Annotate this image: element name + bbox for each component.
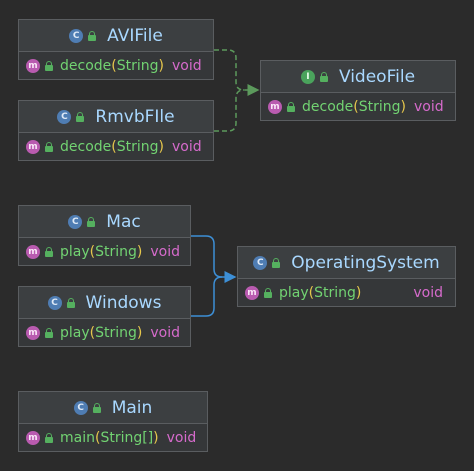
class-icon: C [68, 214, 83, 229]
public-lock-icon [44, 432, 54, 443]
interface-videofile-name: VideoFile [338, 66, 416, 87]
method-icon: m [26, 325, 40, 340]
class-avifile-header[interactable]: C AVIFile [19, 20, 213, 52]
param-type: String [314, 284, 356, 301]
paren-open: ( [89, 243, 96, 260]
method-icon: m [26, 139, 40, 154]
method-name: play [60, 243, 90, 260]
method-icon: m [26, 244, 40, 259]
public-lock-icon [44, 246, 54, 257]
public-lock-icon [86, 216, 96, 227]
return-type: void [171, 57, 202, 74]
class-rmvbfile-name: RmvbFIle [95, 106, 175, 127]
class-windows[interactable]: C Windows m play(String) void [18, 286, 191, 347]
class-main-header[interactable]: C Main [19, 392, 207, 424]
rmvbfile-implements-arrow [214, 89, 245, 132]
class-avifile-name: AVIFile [107, 25, 163, 46]
abstract-class-operatingsystem[interactable]: C OperatingSystem m play(String) void [237, 246, 456, 307]
param-type: String [95, 324, 137, 341]
paren-open: ( [308, 284, 315, 301]
param-type: String [358, 98, 401, 115]
abstract-method-icon: m [245, 285, 259, 300]
public-lock-icon [44, 141, 54, 152]
return-type: void [166, 429, 197, 446]
public-lock-icon [271, 257, 281, 268]
public-lock-icon [44, 327, 54, 338]
paren-open: ( [94, 429, 101, 446]
method-name: play [279, 284, 309, 301]
paren-open: ( [111, 57, 117, 74]
param-type: String [95, 243, 137, 260]
method-name: main [60, 429, 95, 446]
class-rmvbfile[interactable]: C RmvbFIle m decode(String) void [18, 100, 214, 161]
class-mac-name: Mac [106, 211, 141, 232]
return-type: void [413, 98, 444, 115]
paren-close: ) [355, 284, 362, 301]
abstract-method-icon: m [268, 99, 282, 114]
abstract-class-icon: C [253, 255, 268, 270]
paren-close: ) [153, 429, 159, 446]
return-type: void [150, 243, 180, 260]
return-type: void [413, 284, 443, 301]
method-decode[interactable]: m decode(String) void [19, 52, 213, 79]
class-mac-header[interactable]: C Mac [19, 206, 190, 238]
abstract-class-operatingsystem-name: OperatingSystem [291, 252, 440, 273]
paren-close: ) [158, 57, 164, 74]
public-lock-icon [66, 297, 76, 308]
method-play[interactable]: m play(String) void [238, 279, 455, 306]
class-icon: C [69, 28, 84, 43]
paren-open: ( [89, 324, 96, 341]
interface-videofile[interactable]: I VideoFile m decode(String) void [260, 60, 456, 121]
public-lock-icon [319, 71, 329, 82]
public-lock-icon [263, 287, 273, 298]
mac-extends-arrow [191, 235, 237, 283]
method-name: decode [60, 57, 112, 74]
runnable-class-icon: C [73, 400, 88, 415]
method-decode[interactable]: m decode(String) void [261, 93, 455, 120]
return-type: void [150, 324, 180, 341]
paren-open: ( [111, 138, 117, 155]
interface-videofile-header[interactable]: I VideoFile [261, 61, 455, 93]
class-main[interactable]: C Main m main(String[]) void [18, 391, 208, 452]
method-play[interactable]: m play(String) void [19, 238, 190, 265]
class-rmvbfile-header[interactable]: C RmvbFIle [19, 101, 213, 133]
avifile-implements-arrow [214, 49, 260, 96]
public-lock-icon [92, 402, 102, 413]
public-lock-icon [44, 60, 54, 71]
class-windows-name: Windows [85, 292, 162, 313]
method-main[interactable]: m main(String[]) void [19, 424, 207, 451]
paren-close: ) [400, 98, 406, 115]
class-icon: C [57, 109, 72, 124]
paren-close: ) [158, 138, 164, 155]
public-lock-icon [286, 101, 296, 112]
class-mac[interactable]: C Mac m play(String) void [18, 205, 191, 266]
class-icon: C [47, 295, 62, 310]
public-lock-icon [75, 111, 85, 122]
class-avifile[interactable]: C AVIFile m decode(String) void [18, 19, 214, 80]
paren-open: ( [353, 98, 359, 115]
paren-close: ) [136, 243, 143, 260]
param-type: String [116, 57, 159, 74]
paren-close: ) [136, 324, 143, 341]
param-type: String[] [100, 429, 154, 446]
method-name: decode [302, 98, 354, 115]
interface-icon: I [300, 69, 315, 84]
abstract-class-operatingsystem-header[interactable]: C OperatingSystem [238, 247, 455, 279]
method-decode[interactable]: m decode(String) void [19, 133, 213, 160]
return-type: void [171, 138, 202, 155]
windows-extends-arrow [191, 276, 223, 317]
public-lock-icon [87, 30, 97, 41]
method-name: decode [60, 138, 112, 155]
method-play[interactable]: m play(String) void [19, 319, 190, 346]
class-main-name: Main [111, 397, 153, 418]
static-method-icon: m [26, 430, 40, 445]
param-type: String [116, 138, 159, 155]
method-name: play [60, 324, 90, 341]
class-windows-header[interactable]: C Windows [19, 287, 190, 319]
method-icon: m [26, 58, 40, 73]
